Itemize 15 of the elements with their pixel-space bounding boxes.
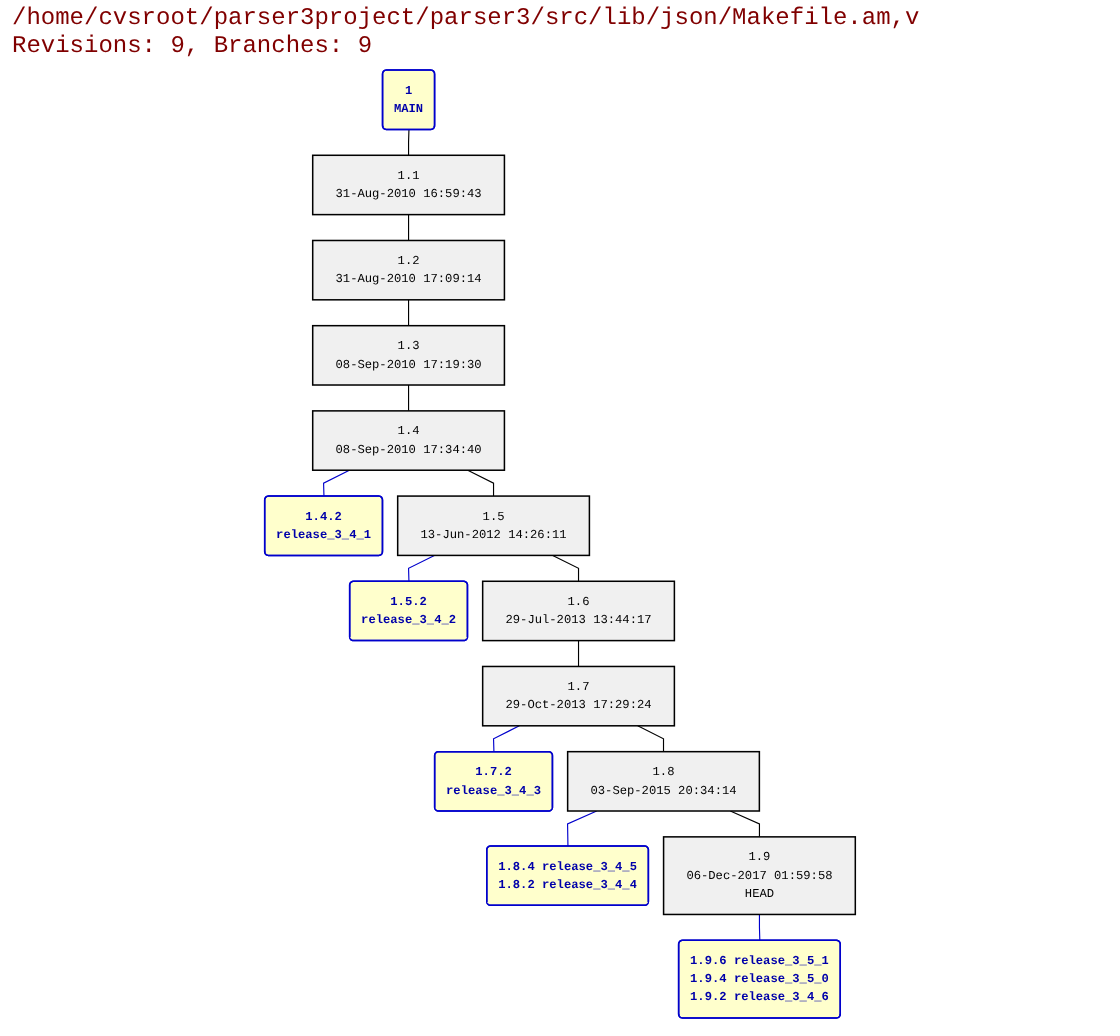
connector [637,725,665,753]
connector [323,469,350,498]
connector [407,554,435,583]
connector [408,214,410,242]
connector [408,384,410,412]
connector [408,299,410,327]
connector [552,554,580,582]
connector [467,469,495,497]
file-path-title: /home/cvsroot/parser3project/parser3/src/lib/json/Makefile.am,v [12,4,920,32]
summary-note: Revisions: 9, Branches: 9 [12,32,373,60]
connector [492,725,520,753]
connector [577,640,580,668]
connector [408,129,410,156]
connector [758,913,761,942]
connector [729,810,761,838]
